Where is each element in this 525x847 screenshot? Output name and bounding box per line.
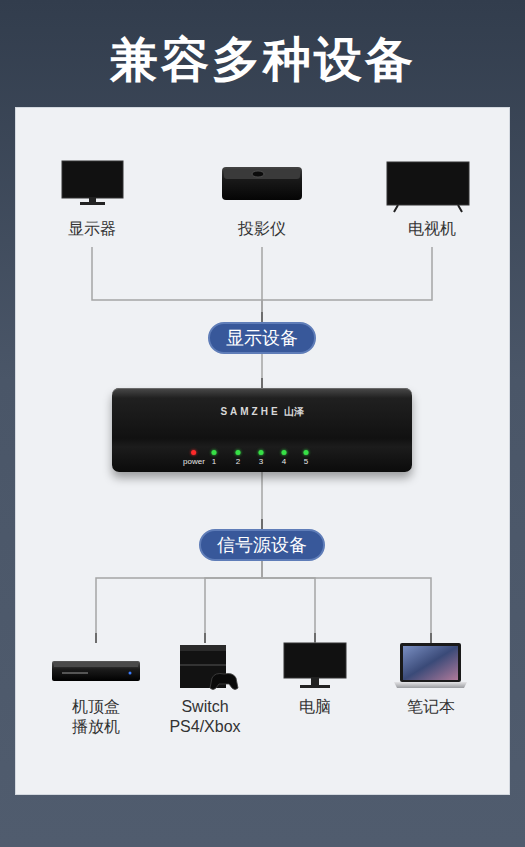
switch-box: SAMZHE 山泽 power 1 2 3 45 — [112, 388, 412, 472]
laptop-icon — [394, 643, 467, 688]
brand-text: SAMZHE — [220, 406, 280, 417]
device-node: 电视机 — [382, 160, 482, 247]
computer-monitor-icon-part — [300, 685, 330, 688]
category-pill: 信号源设备 — [199, 529, 325, 561]
pill-label: 信号源设备 — [217, 535, 307, 555]
computer-monitor-icon — [284, 643, 346, 688]
page-title: 兼容多种设备 — [0, 32, 525, 88]
indicator-label: 1 — [212, 450, 217, 467]
connector-line — [261, 354, 263, 388]
indicator-label: 5 — [304, 450, 309, 467]
device-node: 电脑 — [265, 643, 365, 725]
game-console-icon-part — [180, 645, 226, 651]
game-console-icon — [180, 645, 238, 690]
pill-label: 显示设备 — [226, 328, 298, 348]
connector-end-stub — [261, 378, 263, 388]
device-label: 机顶盒 播放机 — [68, 697, 124, 737]
device-label: 电脑 — [265, 697, 365, 717]
dvd-player-icon-part — [54, 662, 138, 667]
indicator-label: power — [183, 450, 205, 467]
connector-end-stub — [430, 633, 432, 643]
brand-row: SAMZHE 山泽 — [112, 401, 412, 419]
game-console-icon-part — [210, 674, 238, 690]
device-label: 投影仪 — [212, 219, 312, 239]
device-node: 显示器 — [42, 160, 142, 247]
dvd-player-icon-part — [129, 672, 132, 675]
connector-line — [205, 561, 262, 643]
laptop-icon-part — [394, 682, 467, 688]
connector-end-stub — [314, 633, 316, 643]
connector-end-stub — [261, 312, 263, 322]
monitor-icon-part — [80, 202, 105, 205]
computer-monitor-icon-part — [284, 643, 346, 678]
dvd-player-icon — [52, 661, 140, 681]
monitor-icon-part — [89, 198, 96, 202]
computer-monitor-icon-part — [311, 678, 319, 685]
tv-icon-part — [387, 162, 469, 205]
brand-text: 山泽 — [284, 406, 304, 417]
connector-line — [96, 561, 262, 643]
projector-icon-part — [224, 169, 300, 179]
device-node: 笔记本 — [381, 643, 481, 725]
monitor-icon-part — [62, 161, 123, 198]
connector-end-stub — [261, 312, 263, 322]
projector-icon — [222, 167, 302, 200]
connector-line — [262, 561, 315, 643]
indicator-label: 2 — [236, 450, 241, 467]
device-label: 笔记本 — [381, 697, 481, 717]
connector-line — [261, 472, 263, 529]
laptop-icon-part — [403, 646, 458, 680]
connector-end-stub — [261, 312, 263, 322]
connector-end-stub — [261, 519, 263, 529]
connector-line — [92, 247, 262, 322]
projector-icon-part — [222, 167, 302, 200]
indicator-label: 3 — [259, 450, 264, 467]
connector-line — [262, 561, 431, 643]
device-label: Switch PS4/Xbox — [163, 697, 247, 737]
laptop-icon-part — [400, 643, 461, 682]
connector-line — [262, 247, 432, 322]
tv-icon-part — [394, 205, 462, 212]
device-label: 电视机 — [382, 219, 482, 239]
tv-icon — [387, 162, 469, 212]
device-node: Switch PS4/Xbox — [150, 643, 260, 745]
connector-end-stub — [204, 633, 206, 643]
projector-icon-part — [252, 171, 264, 177]
dvd-player-icon-part — [52, 661, 140, 681]
game-console-icon-part — [180, 664, 226, 666]
monitor-icon — [62, 161, 123, 205]
dvd-player-icon-part — [62, 672, 88, 674]
device-node: 投影仪 — [212, 160, 312, 247]
device-label: 显示器 — [42, 219, 142, 239]
device-node: 机顶盒 播放机 — [46, 643, 146, 745]
category-pill: 显示设备 — [208, 322, 316, 354]
indicator-label: 4 — [282, 450, 287, 467]
connector-end-stub — [95, 633, 97, 643]
